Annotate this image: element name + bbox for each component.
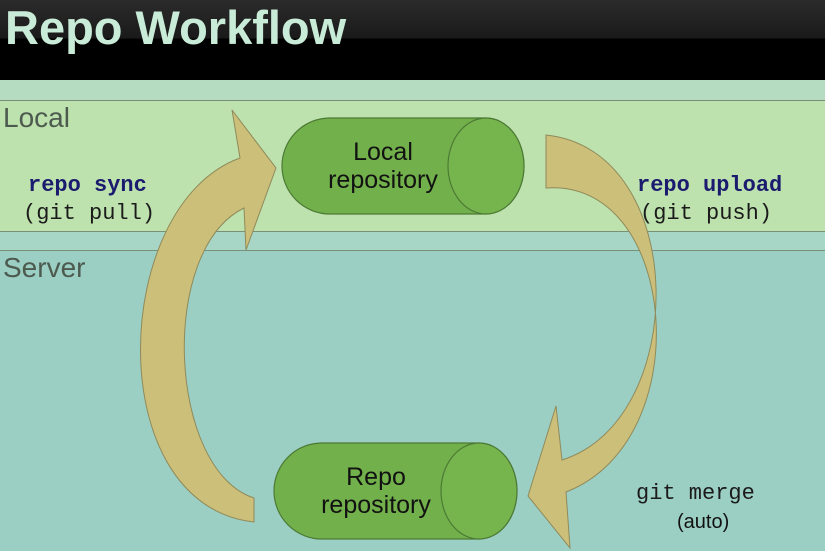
upload-arrow [527,134,657,550]
repo-repository-cylinder [273,442,518,540]
sync-arrow [140,109,277,523]
local-repository-label: Local repository [303,138,463,194]
top-band [0,80,825,100]
repo-sync-command: repo sync [28,173,147,198]
local-repository-line1: Local [353,138,413,166]
auto-note: (auto) [677,511,730,533]
local-section-label: Local [3,102,70,133]
repo-repository-label: Repo repository [296,463,456,519]
git-merge-command: git merge [636,481,755,506]
local-repository-cylinder [281,117,525,215]
repo-repository-line2: repository [321,491,431,519]
local-repository-line2: repository [328,166,438,194]
git-push-note: (git push) [640,201,773,226]
page-title: Repo Workflow [5,1,347,54]
server-section-label: Server [3,252,86,283]
repo-repository-line1: Repo [346,463,406,491]
git-pull-note: (git pull) [23,201,156,226]
repo-upload-command: repo upload [637,173,783,198]
header-bar [0,0,825,80]
